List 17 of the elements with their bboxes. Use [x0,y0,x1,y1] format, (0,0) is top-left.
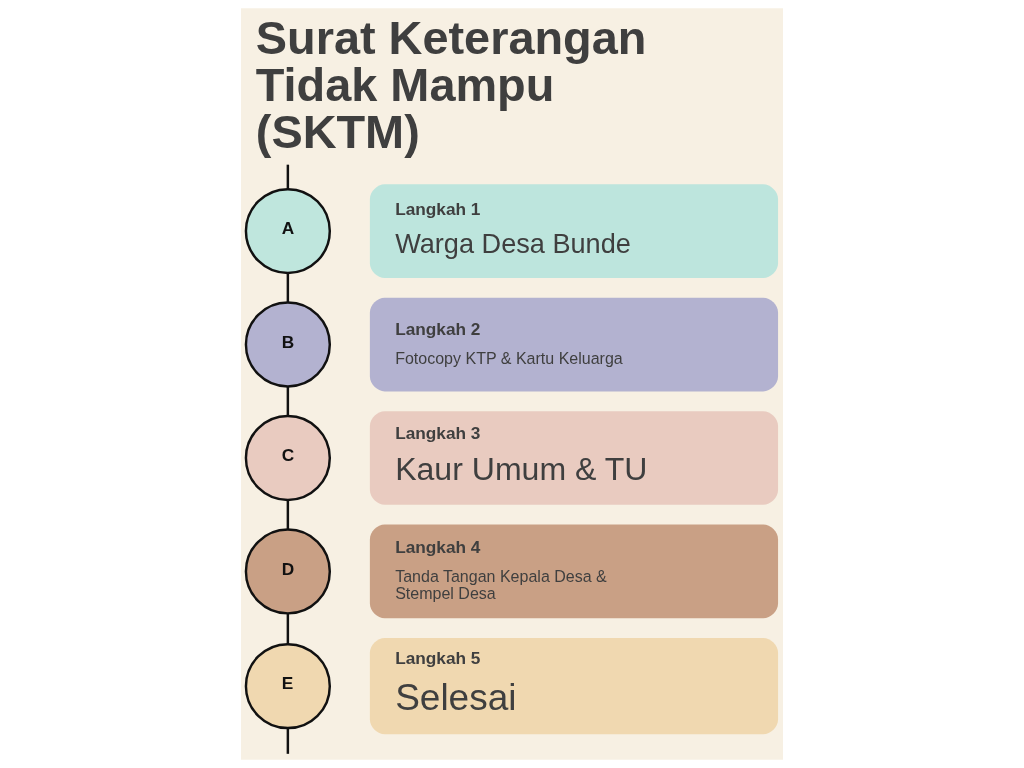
node-box: Langkah 1 Warga Desa Bunde [369,184,779,278]
node-box: Langkah 5 Selesai [369,638,779,735]
connector [286,164,290,190]
node-box: Langkah 3 Kaur Umum & TU [369,411,779,505]
node-circle: B [244,301,332,388]
node-circle: C [244,414,332,502]
connector [286,728,290,754]
connector [286,613,290,644]
connector [286,273,290,303]
node-circle: E [244,642,332,730]
node-box: Langkah 4 Tanda Tangan Kepala Desa & Stempel Desa [369,524,779,619]
connector [286,499,290,530]
node-box: Langkah 2 Fotocopy KTP & Kartu Keluarga [369,297,779,392]
node-circle: A [244,187,332,275]
diagram-title: Surat Keterangan Tidak Mampu (SKTM) [255,12,647,159]
node-circle: D [244,528,332,615]
connector [286,386,290,416]
